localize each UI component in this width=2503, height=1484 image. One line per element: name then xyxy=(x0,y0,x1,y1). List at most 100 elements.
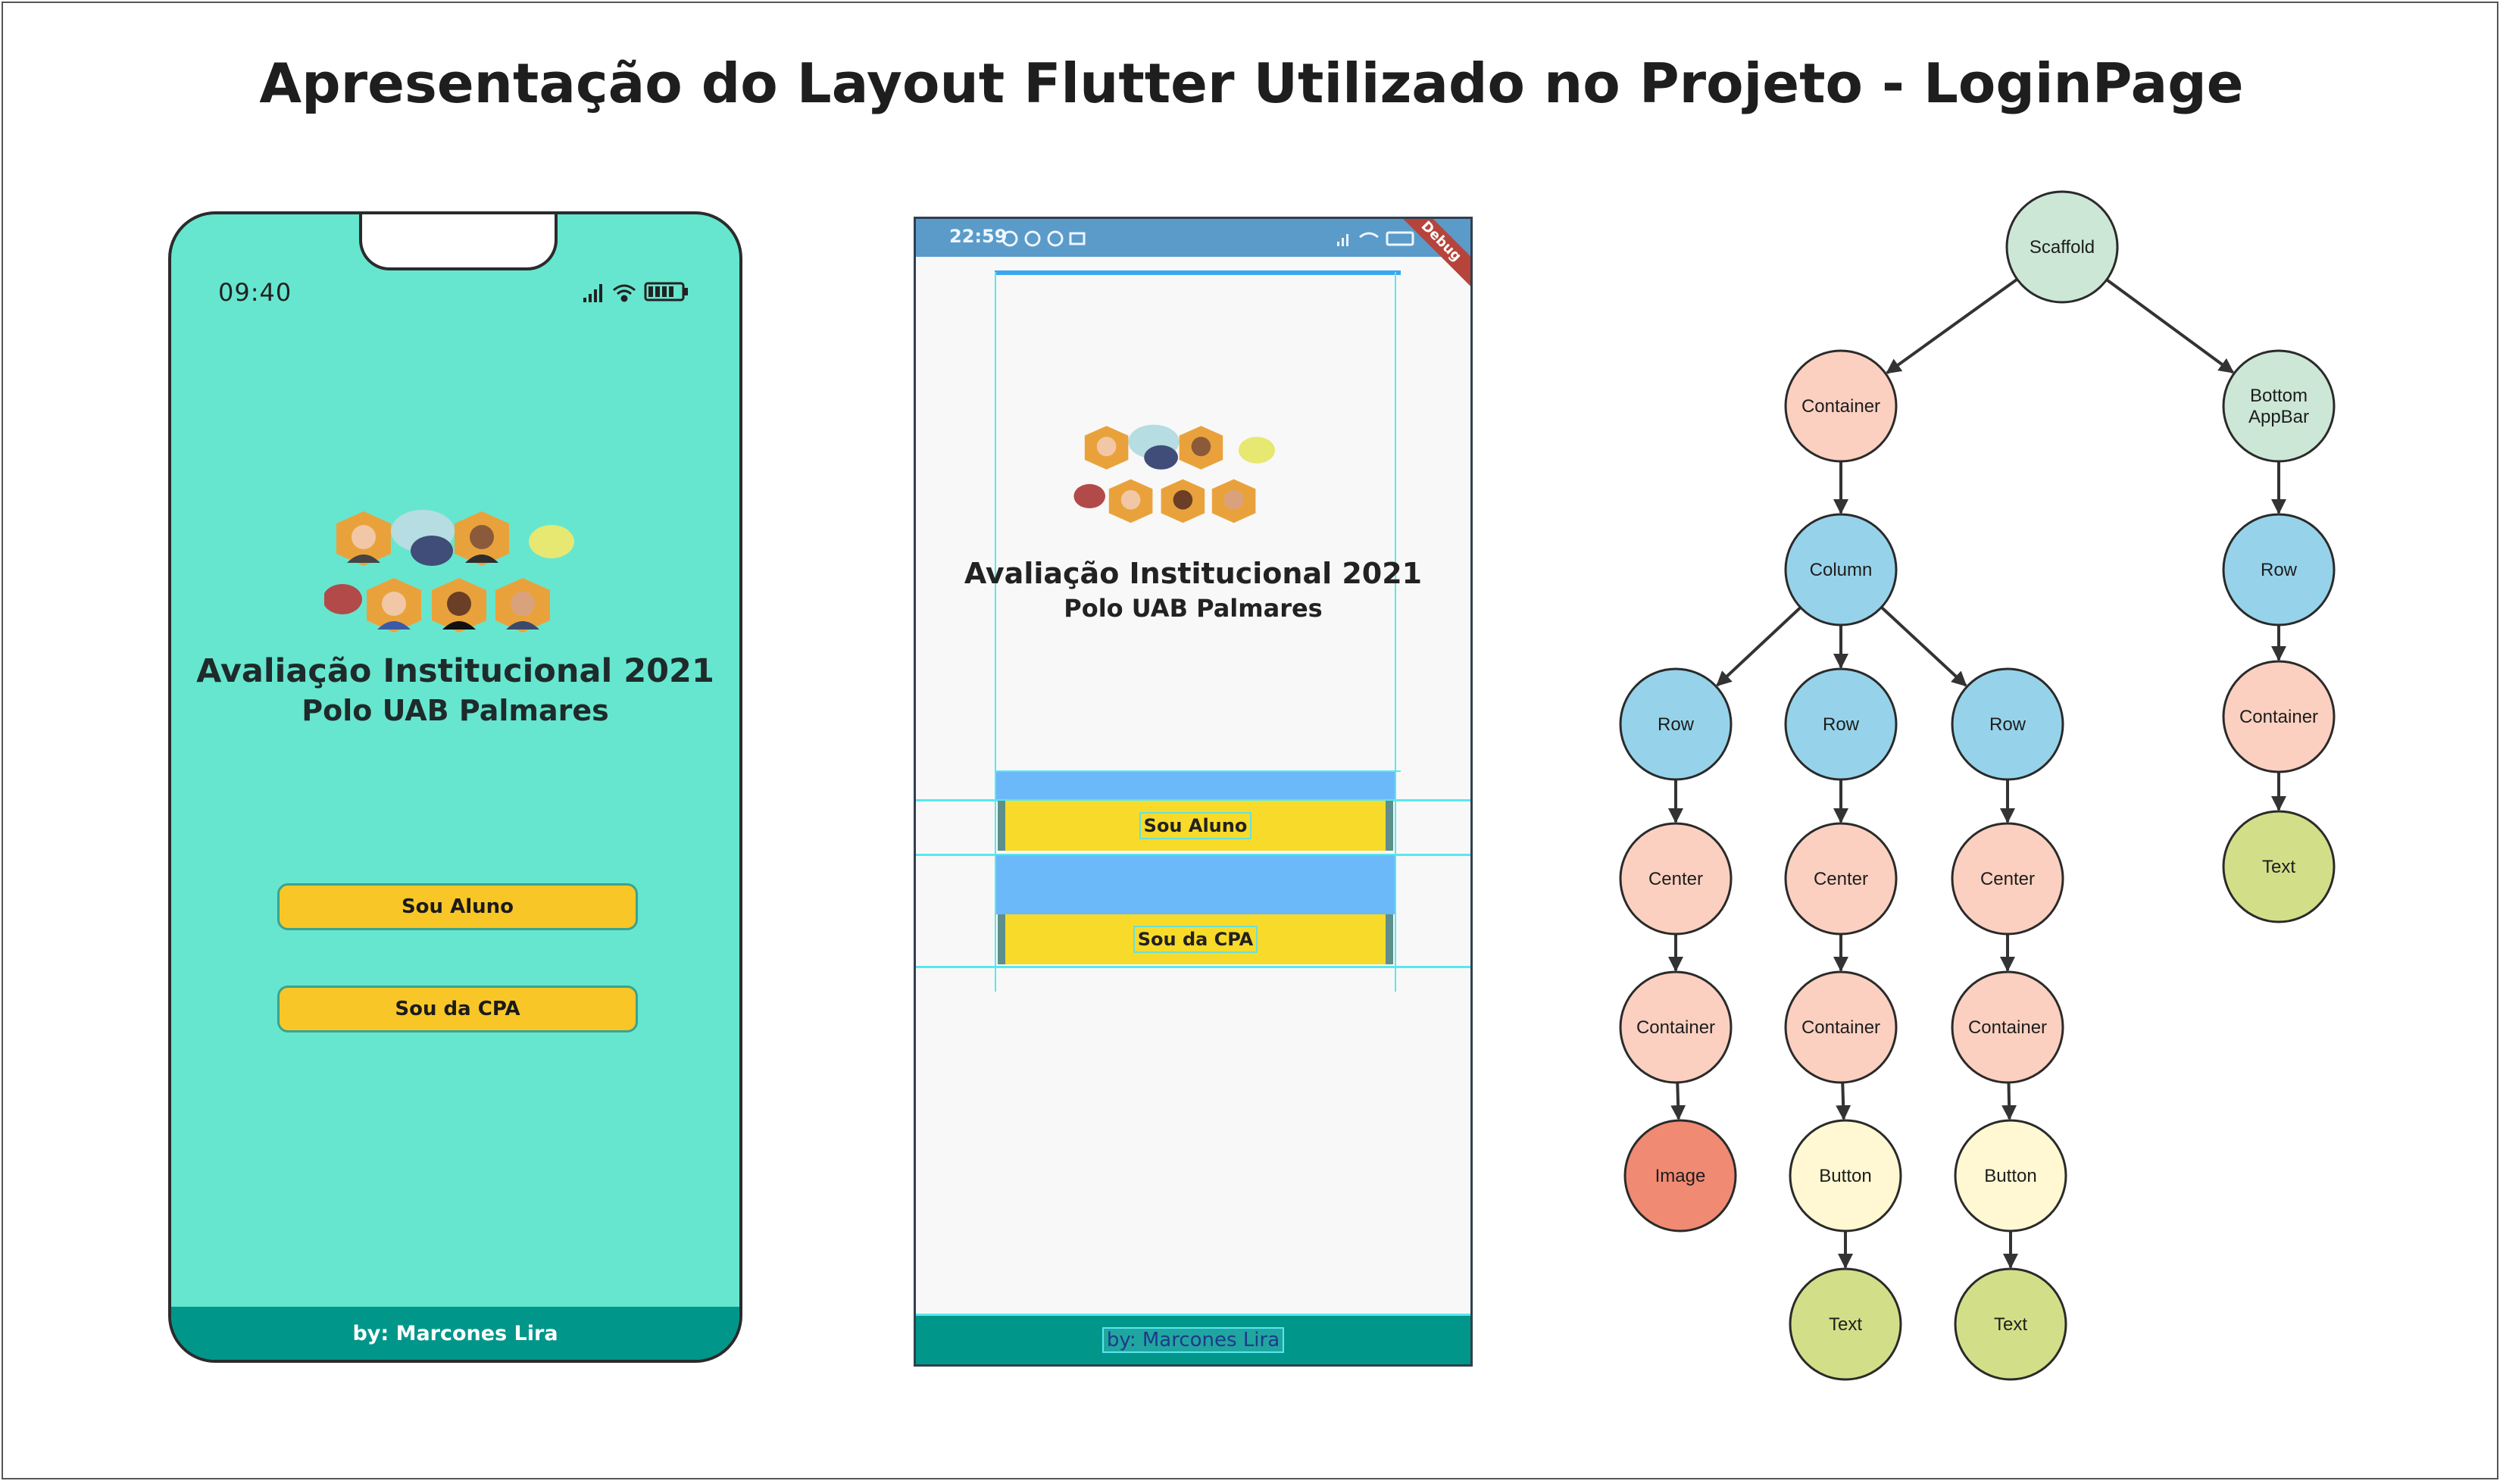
bottom-appbar: by: Marcones Lira xyxy=(916,1314,1470,1364)
wifi-icon xyxy=(613,284,636,302)
tree-edge-column-to-row-1 xyxy=(1716,606,1802,687)
page-title: Apresentação do Layout Flutter Utilizado… xyxy=(259,52,2244,115)
sou-da-cpa-button[interactable]: Sou da CPA xyxy=(998,914,1393,964)
spacer-band xyxy=(996,855,1395,914)
layout-guide xyxy=(995,272,996,992)
tree-node-circle xyxy=(1784,667,1898,781)
tree-node-label: Text xyxy=(1994,1314,2027,1335)
notification-icons xyxy=(1002,230,1086,247)
spacer-band xyxy=(996,772,1395,799)
tree-node-column: Column xyxy=(1784,513,1898,626)
tree-node-circle xyxy=(2222,810,2336,923)
tree-node-circle xyxy=(1789,1267,1902,1381)
tree-node-label: Container xyxy=(1968,1017,2047,1038)
tree-node-circle xyxy=(2222,349,2336,463)
layout-guide xyxy=(916,966,1470,968)
tree-edge-container-3-to-button-2 xyxy=(2001,1082,2017,1121)
tree-node-label: Scaffold xyxy=(2030,237,2095,258)
people-illustration xyxy=(1073,424,1275,523)
app-subheading: Polo UAB Palmares xyxy=(302,694,609,727)
tree-node-label: Container xyxy=(1801,396,1880,417)
tree-node-label: Image xyxy=(1655,1166,1706,1186)
button-label: Sou da CPA xyxy=(1133,926,1258,953)
tree-node-label: Center xyxy=(1648,869,1703,889)
tree-node-circle xyxy=(1954,1267,2067,1381)
footer-text: by: Marcones Lira xyxy=(1102,1327,1285,1353)
layout-guide xyxy=(916,854,1470,856)
tree-node-label: Container xyxy=(2239,707,2318,727)
tree-node-button-1: Button xyxy=(1789,1119,1902,1233)
status-time: 22:59 xyxy=(949,226,1008,247)
tree-node-label: Text xyxy=(1829,1314,1862,1335)
layout-guide xyxy=(995,270,1401,275)
app-heading: Avaliação Institucional 2021 xyxy=(964,557,1423,590)
sou-aluno-button[interactable]: Sou Aluno xyxy=(998,801,1393,851)
bottom-appbar: by: Marcones Lira xyxy=(171,1307,739,1360)
tree-node-scaffold: Scaffold xyxy=(2005,190,2119,304)
phone-mockup: 09:40 xyxy=(168,211,742,1363)
tree-node-label: Bottom xyxy=(2250,386,2308,406)
tree-node-label: Column xyxy=(1810,560,1873,580)
tree-node-container-1: Container xyxy=(1619,970,1733,1084)
phone-notch xyxy=(359,214,558,270)
tree-node-container-appbar: Container xyxy=(2222,660,2336,773)
tree-node-image: Image xyxy=(1623,1119,1737,1233)
tree-node-label: Center xyxy=(1814,869,1868,889)
button-label: Sou Aluno xyxy=(1139,812,1252,839)
tree-node-label: Container xyxy=(1636,1017,1715,1038)
tree-node-center-3: Center xyxy=(1951,822,2064,936)
status-icons xyxy=(583,282,688,302)
tree-node-row-3: Row xyxy=(1951,667,2064,781)
tree-node-button-2: Button xyxy=(1954,1119,2067,1233)
tree-edge-container-1-to-image xyxy=(1670,1082,1686,1121)
person-avatar-icon xyxy=(367,578,421,633)
tree-node-container-main: Container xyxy=(1784,349,1898,463)
sou-da-cpa-button[interactable]: Sou da CPA xyxy=(277,986,638,1033)
tree-node-circle xyxy=(1619,970,1733,1084)
tree-node-center-1: Center xyxy=(1619,822,1733,936)
signal-icon xyxy=(583,284,602,302)
tree-node-center-2: Center xyxy=(1784,822,1898,936)
layout-guide xyxy=(1395,272,1396,992)
sou-aluno-button[interactable]: Sou Aluno xyxy=(277,883,638,930)
app-subheading: Polo UAB Palmares xyxy=(1064,594,1323,623)
tree-node-circle xyxy=(1619,822,1733,936)
tree-node-container-2: Container xyxy=(1784,970,1898,1084)
tree-node-label: Button xyxy=(1984,1166,2036,1186)
tree-edge-column-to-row-3 xyxy=(1880,606,1967,687)
tree-node-circle xyxy=(1784,513,1898,626)
speech-bubble-icon xyxy=(1239,436,1275,464)
debug-screenshot: 22:59 Debug Avaliação Institucion xyxy=(914,217,1473,1367)
system-status-icons xyxy=(1337,231,1414,246)
tree-edge-scaffold-to-bottom-appbar xyxy=(2105,278,2235,374)
speech-bubble-icon xyxy=(324,584,362,614)
speech-bubble-icon xyxy=(411,536,453,566)
footer-text: by: Marcones Lira xyxy=(352,1321,558,1345)
tree-node-label: Row xyxy=(1658,714,1695,735)
person-avatar-icon xyxy=(336,511,391,566)
tree-node-row-appbar: Row xyxy=(2222,513,2336,626)
tree-node-circle xyxy=(1784,349,1898,463)
tree-node-label: Container xyxy=(1801,1017,1880,1038)
speech-bubble-icon xyxy=(1073,484,1105,508)
tree-node-circle xyxy=(2005,190,2119,304)
people-illustration xyxy=(324,510,574,633)
battery-icon xyxy=(644,282,688,301)
tree-node-text-2: Text xyxy=(1954,1267,2067,1381)
tree-edge-container-2-to-button-1 xyxy=(1836,1082,1851,1121)
speech-bubble-icon xyxy=(1144,445,1178,470)
tree-node-circle xyxy=(1784,970,1898,1084)
tree-node-circle xyxy=(1623,1119,1737,1233)
status-time: 09:40 xyxy=(218,278,292,307)
layout-guide xyxy=(916,799,1470,801)
tree-node-circle xyxy=(1619,667,1733,781)
person-avatar-icon xyxy=(495,578,550,633)
tree-node-container-3: Container xyxy=(1951,970,2064,1084)
tree-node-row-1: Row xyxy=(1619,667,1733,781)
tree-node-circle xyxy=(1954,1119,2067,1233)
tree-node-circle xyxy=(2222,513,2336,626)
android-status-bar: 22:59 xyxy=(916,219,1470,257)
